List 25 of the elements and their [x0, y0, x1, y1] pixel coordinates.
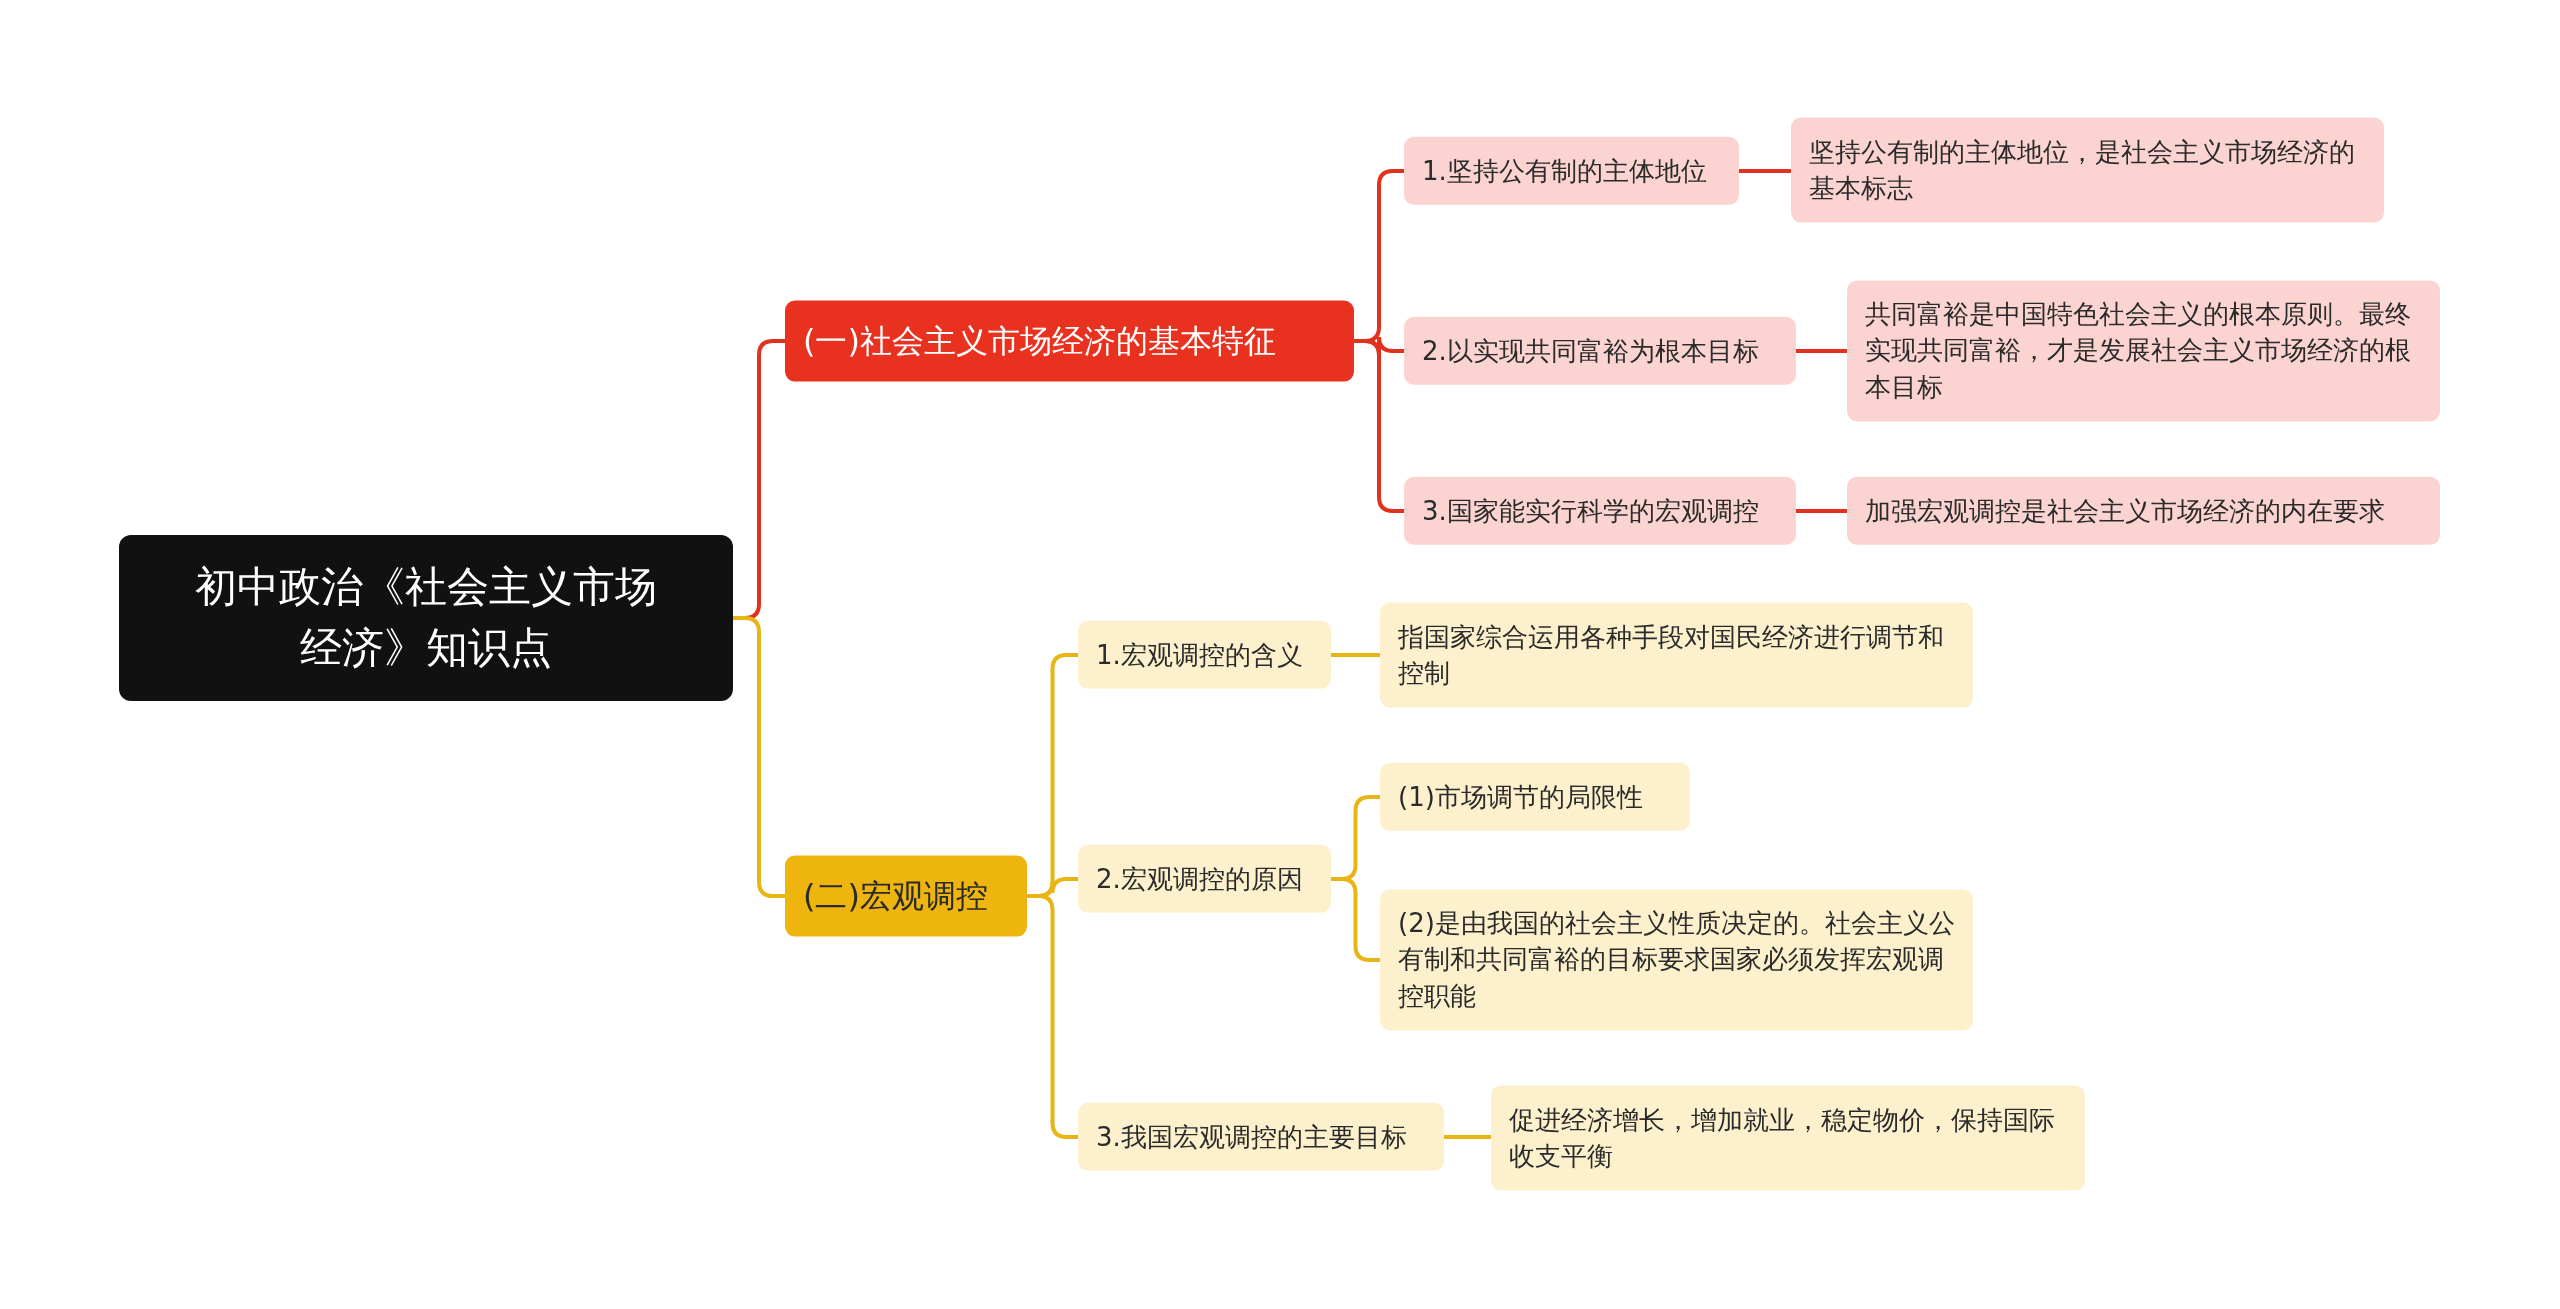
- subtopic: 2.宏观调控的原因: [1078, 844, 1331, 914]
- connector-line: [733, 616, 785, 898]
- subtopic: 坚持公有制的主体地位，是社会主义市场经济的基本标志: [1791, 117, 2384, 223]
- connector-line: [1331, 877, 1380, 962]
- connector-line: [1739, 169, 1791, 173]
- connector-line: [1354, 339, 1404, 513]
- subtopic: 共同富裕是中国特色社会主义的根本原则。最终实现共同富裕，才是发展社会主义市场经济的根本目标: [1847, 280, 2440, 422]
- subtopic: 3.我国宏观调控的主要目标: [1078, 1102, 1444, 1172]
- subtopic: 指国家综合运用各种手段对国民经济进行调节和控制: [1380, 602, 1973, 708]
- subtopic: 1.宏观调控的含义: [1078, 620, 1331, 690]
- subtopic: (1)市场调节的局限性: [1380, 762, 1690, 832]
- branch-topic: (二)宏观调控: [785, 855, 1027, 937]
- subtopic: 3.国家能实行科学的宏观调控: [1404, 476, 1796, 546]
- connector-line: [1331, 653, 1380, 657]
- subtopic: 促进经济增长，增加就业，稳定物价，保持国际收支平衡: [1491, 1085, 2085, 1191]
- subtopic: 2.以实现共同富裕为根本目标: [1404, 316, 1796, 386]
- root-topic: 初中政治《社会主义市场经济》知识点: [119, 535, 733, 701]
- subtopic: (2)是由我国的社会主义性质决定的。社会主义公有制和共同富裕的目标要求国家必须发挥宏观调控职能: [1380, 889, 1973, 1031]
- subtopic: 1.坚持公有制的主体地位: [1404, 136, 1739, 206]
- branch-topic: (一)社会主义市场经济的基本特征: [785, 300, 1354, 382]
- connector-line: [1796, 509, 1847, 513]
- connector-line: [1027, 894, 1078, 1139]
- connector-line: [1796, 349, 1847, 353]
- connector-line: [1444, 1135, 1491, 1139]
- subtopic: 加强宏观调控是社会主义市场经济的内在要求: [1847, 476, 2440, 546]
